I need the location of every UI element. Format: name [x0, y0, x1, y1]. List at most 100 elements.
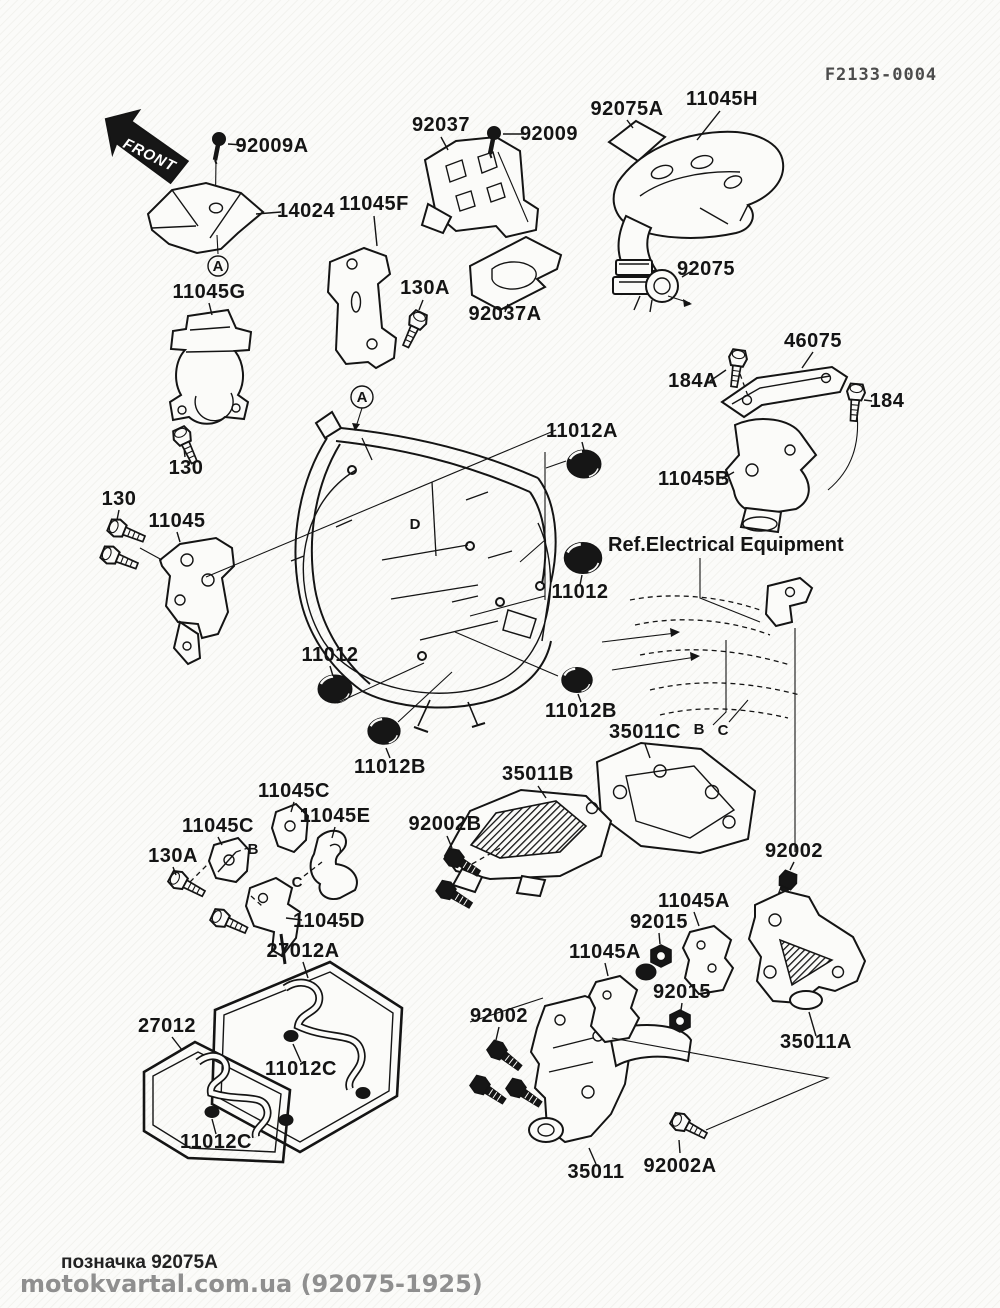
- callout-92009: 92009: [520, 123, 578, 145]
- ref-electrical-bracket: [764, 576, 814, 628]
- cable-11012c-lower: [195, 1052, 294, 1139]
- leader-35011b: [537, 785, 547, 799]
- dashed-letter-links: [235, 847, 323, 907]
- part-46075-rail: [720, 365, 849, 419]
- callout-11012-right: 11012: [551, 581, 608, 603]
- leader-92075a: [626, 119, 634, 129]
- part-11045b-bracket: [724, 418, 818, 534]
- callout-92002b: 92002B: [408, 813, 481, 835]
- leader-11012b-right: [577, 693, 582, 703]
- part-35011a-bracket: [747, 889, 867, 1010]
- leader-11012c-upper: [292, 1043, 302, 1063]
- ref-electrical-note: Ref.Electrical Equipment: [608, 534, 844, 556]
- leader-92002-left: [495, 1026, 500, 1041]
- letter-b-harness: B: [694, 721, 705, 738]
- callout-130-top: 130: [169, 457, 204, 479]
- leader-11012a: [581, 441, 585, 451]
- part-92037-bracket: [420, 135, 540, 239]
- leader-130-to-bracket: [139, 547, 163, 561]
- part-27012-panel: [142, 1040, 292, 1164]
- leader-long-11045-frame: [205, 429, 557, 578]
- axis-92002b: [471, 846, 503, 865]
- leader-92002-right: [789, 861, 795, 871]
- callout-92075: 92075: [677, 258, 735, 280]
- leader-11045d: [285, 917, 303, 921]
- part-92015-nut-upper: [650, 944, 672, 968]
- leader-11012b-left: [385, 747, 391, 759]
- callout-27012a: 27012A: [266, 940, 339, 962]
- letter-d-frame: D: [410, 516, 421, 533]
- callout-46075: 46075: [784, 330, 842, 352]
- ref-electrical-harness: [601, 558, 801, 852]
- part-11012b-grommet-right: [560, 666, 594, 694]
- screw-axis-92009: [497, 151, 529, 223]
- leader-35011c: [644, 743, 651, 759]
- axis-184: [827, 411, 859, 491]
- callout-11045a-left: 11045A: [569, 941, 641, 963]
- part-92015-nut-lower: [669, 1009, 691, 1033]
- callout-11012c-lower: 11012C: [180, 1131, 252, 1153]
- leader-184a: [709, 369, 727, 382]
- part-11045f-bracket: [326, 246, 398, 370]
- callout-92037: 92037: [412, 114, 470, 136]
- callout-92002-right: 92002: [765, 840, 823, 862]
- part-92075-clamp: [612, 259, 679, 313]
- leader-11012c-lower: [211, 1118, 217, 1135]
- callout-92015-lower: 92015: [653, 981, 711, 1003]
- leader-92075: [681, 271, 691, 278]
- callout-11045h: 11045H: [686, 88, 758, 110]
- svg-text:A: A: [213, 258, 224, 275]
- pointer-v-bottom: [611, 1037, 830, 1131]
- callout-11045d: 11045D: [293, 910, 365, 932]
- frame-drawing: [290, 410, 557, 733]
- leader-92002a: [678, 1139, 681, 1154]
- leader-27012: [171, 1036, 183, 1051]
- leader-11045c-left: [217, 836, 223, 846]
- leader-11045a-left: [604, 962, 609, 977]
- part-11045a-left: [587, 963, 657, 1044]
- axis-92002-left: [469, 997, 544, 1023]
- leader-130a-bottom: [172, 866, 177, 876]
- axis-130a: [189, 863, 209, 883]
- leader-14024: [255, 211, 282, 215]
- leader-92015-lower: [680, 1002, 683, 1011]
- letter-c-harness: C: [718, 722, 729, 739]
- callout-11012b-right: 11012B: [545, 700, 617, 722]
- leader-46075: [801, 351, 814, 369]
- cable-11012c-upper: [282, 978, 371, 1099]
- leader-35011a: [808, 1011, 817, 1037]
- part-11045e-hook: [309, 829, 358, 900]
- callout-11012b-left: 11012B: [354, 756, 426, 778]
- leader-184: [863, 399, 873, 402]
- part-11012b-plug-left: [366, 716, 402, 746]
- callout-92002-left: 92002: [470, 1005, 528, 1027]
- callout-130a-bottom: 130A: [148, 845, 198, 867]
- callout-11045a-right: 11045A: [658, 890, 730, 912]
- svg-text:A: A: [357, 389, 368, 406]
- callout-11045g: 11045G: [172, 281, 245, 303]
- leader-130a-top: [418, 299, 424, 311]
- leader-130-left: [116, 509, 120, 521]
- callout-11045e: 11045E: [300, 805, 371, 827]
- callout-92037a: 92037A: [468, 303, 541, 325]
- part-11012a-grommet: [565, 448, 603, 480]
- callout-35011: 35011: [567, 1161, 624, 1183]
- leader-a-top: [216, 234, 219, 255]
- callout-35011b: 35011B: [502, 763, 574, 785]
- part-11045h-cover: [612, 130, 785, 281]
- callout-130-left: 130: [102, 488, 137, 510]
- leader-92015-upper: [658, 932, 661, 945]
- callout-92075a: 92075A: [590, 98, 663, 120]
- watermark-site: motokvartal.com.ua (92075-1925): [20, 1270, 483, 1298]
- part-11045c-top: [270, 802, 310, 854]
- part-35011c-bracket: [595, 741, 757, 855]
- callout-184a: 184A: [668, 370, 718, 392]
- circled-letter-a-top: A: [207, 255, 229, 277]
- callout-92009a: 92009A: [235, 135, 308, 157]
- leader-11045a-right: [693, 911, 700, 927]
- leader-11012-left: [329, 665, 334, 677]
- callout-11045c-top: 11045C: [258, 780, 330, 802]
- part-14024-cover: [146, 181, 265, 255]
